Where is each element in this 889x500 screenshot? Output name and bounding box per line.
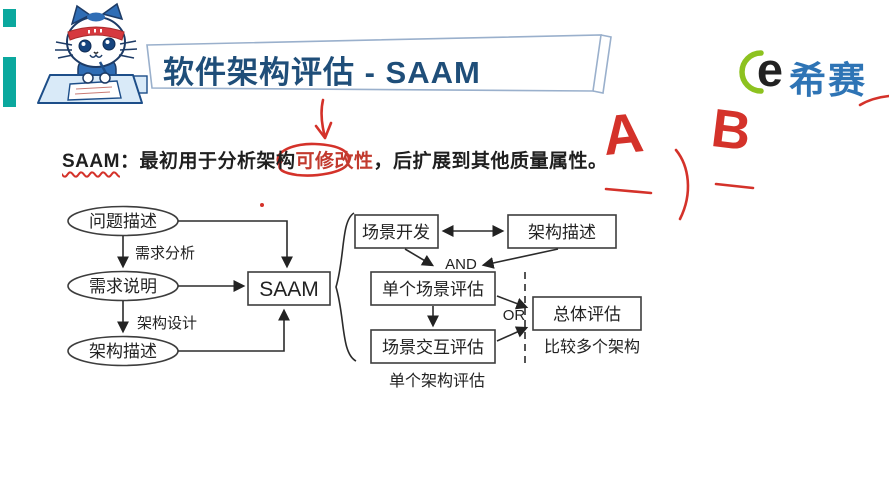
- brand-name: 希赛: [789, 60, 867, 101]
- node-architecture-description-left-label: 架构描述: [89, 342, 157, 361]
- annotation-corner-stroke: [858, 94, 889, 107]
- cat-eye-right: [102, 37, 116, 51]
- cat-head: [66, 16, 126, 68]
- cat-hair-tuft: [87, 12, 105, 22]
- annotation-dash-b: [714, 182, 755, 190]
- node-single-scenario-evaluation: [370, 271, 496, 306]
- arrow-interaction-to-overall: [496, 326, 529, 342]
- node-architecture-description-right-label: 架构描述: [528, 223, 596, 242]
- label-architecture-design: 架构设计: [137, 315, 197, 332]
- edge-mark-bottom: [3, 57, 16, 107]
- caption-compare-architectures: 比较多个架构: [544, 338, 640, 356]
- cat-paper: [67, 80, 122, 101]
- node-scenario-interaction-evaluation-label: 场景交互评估: [382, 338, 484, 357]
- saam-diagram: 问题描述 需求说明 架构描述 需求分析 架构设计 SAAM 场景开发 架构描述: [67, 205, 642, 390]
- intro-before: 最初用于分析架构: [139, 151, 296, 172]
- annotation-letter-b: B: [708, 98, 754, 162]
- title-banner-edge-double: [592, 34, 612, 94]
- cat-eye-right-highlight: [105, 40, 110, 44]
- node-saam: [247, 271, 331, 306]
- node-scenario-development-label: 场景开发: [362, 223, 430, 242]
- cat-paw-right: [99, 72, 111, 84]
- brand-e-icon: e: [757, 43, 783, 96]
- page-title: 软件架构评估 - SAAM: [163, 55, 481, 90]
- brand-arc-icon: [739, 50, 764, 94]
- node-architecture-description-right: [507, 214, 617, 249]
- arrow-architecture-to-saam: [178, 308, 290, 352]
- node-scenario-interaction-evaluation: [370, 329, 496, 364]
- arrow-problem-to-saam: [178, 220, 293, 269]
- label-requirement-analysis: 需求分析: [135, 245, 195, 262]
- label-and: AND: [445, 256, 477, 273]
- cat-whiskers: [55, 40, 138, 59]
- annotation-slash: [674, 148, 690, 221]
- intro-term: SAAM: [62, 151, 120, 172]
- intro-line: SAAM：最初用于分析架构可修改性，后扩展到其他质量属性。: [62, 146, 608, 173]
- annotation-arrow-stroke: [320, 98, 327, 139]
- cat-paper-lines: [74, 86, 113, 95]
- annotation-dot: [260, 203, 264, 207]
- cat-eye-left-highlight: [81, 42, 86, 46]
- cat-headband-marks: [88, 29, 102, 34]
- annotation-letter-a: A: [600, 100, 647, 167]
- cat-eye-left: [78, 39, 92, 53]
- node-overall-evaluation: [532, 296, 642, 331]
- label-or: OR: [503, 307, 526, 324]
- brand-logo: e: [739, 43, 783, 96]
- intro-after: ，后扩展到其他质量属性。: [373, 151, 608, 172]
- cat-mascot: [37, 2, 143, 104]
- node-single-scenario-evaluation-label: 单个场景评估: [382, 280, 484, 299]
- arrow-archdesc-to-evaluation: [481, 248, 559, 269]
- cat-paw-left: [82, 72, 94, 84]
- cat-ear-right: [101, 2, 124, 21]
- cat-headband: [67, 26, 125, 41]
- red-annotations: A B: [260, 94, 889, 221]
- diagram-brace: [335, 212, 357, 362]
- intro-colon: ：: [119, 151, 140, 172]
- annotation-dash-a: [604, 187, 653, 195]
- intro-highlight: 可修改性: [295, 151, 374, 172]
- cat-nose: [93, 51, 99, 55]
- arrow-scenariodev-to-evaluation: [404, 248, 435, 267]
- annotation-arrow-head: [314, 121, 333, 140]
- node-requirement-statement-label: 需求说明: [89, 277, 157, 296]
- cat-mouth: [89, 53, 103, 58]
- annotation-circle: [276, 142, 351, 177]
- node-saam-label: SAAM: [259, 278, 319, 301]
- node-scenario-development: [354, 214, 439, 249]
- left-edge-marks: [3, 9, 16, 107]
- node-problem-description-label: 问题描述: [89, 212, 157, 231]
- arrow-single-to-overall: [496, 295, 529, 310]
- caption-single-architecture: 单个架构评估: [389, 372, 485, 390]
- edge-mark-top: [3, 9, 16, 27]
- node-overall-evaluation-label: 总体评估: [553, 305, 621, 324]
